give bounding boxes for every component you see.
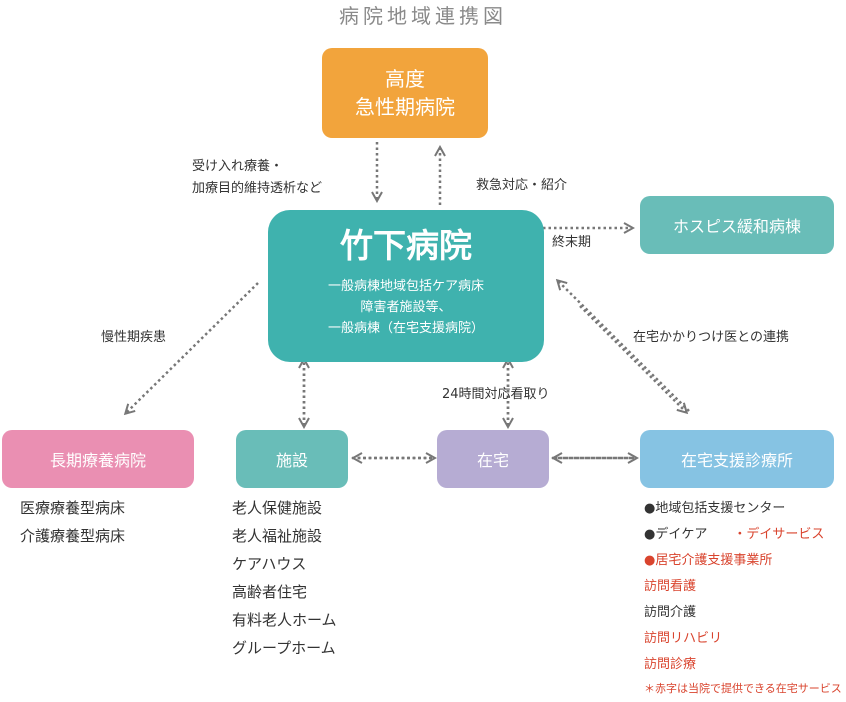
service-note: ＊赤字は当院で提供できる在宅サービス	[644, 682, 842, 695]
center-hospital-name: 竹下病院	[340, 226, 472, 265]
list-item: 老人保健施設	[232, 499, 323, 517]
arrow-center-to-longterm	[126, 282, 259, 413]
clinic-node: 在宅支援診療所	[640, 430, 834, 488]
longterm-label: 長期療養病院	[49, 451, 146, 470]
emergency-label: 救急対応・紹介	[476, 178, 568, 193]
list-item: ●デイケア ・デイサービス	[644, 522, 842, 548]
list-item: ●地域包括支援センター	[644, 496, 842, 522]
list-item: 医療療養型病床	[20, 499, 126, 517]
hospice-label: ホスピス緩和病棟	[672, 217, 801, 236]
arrow-center-to-clinic	[579, 305, 686, 412]
home-node: 在宅	[437, 430, 549, 488]
service-item: 訪問リハビリ	[644, 631, 723, 646]
home-care-label: 在宅かかりつけ医との連携	[633, 330, 790, 345]
longterm-list: 医療療養型病床 介護療養型病床	[20, 494, 125, 550]
center-hospital-node: 竹下病院 一般病棟地域包括ケア病床 障害者施設等、 一般病棟（在宅支援病院）	[268, 210, 544, 362]
chronic-label: 慢性期疾患	[101, 330, 167, 345]
list-item: グループホーム	[232, 639, 336, 657]
hospice-node: ホスピス緩和病棟	[640, 196, 834, 254]
service-item: 地域包括支援センター	[655, 501, 786, 516]
list-item: ●居宅介護支援事業所	[644, 548, 842, 574]
bullet-black-icon: ●	[644, 501, 656, 516]
acute-line2: 急性期病院	[355, 95, 455, 119]
clinic-label: 在宅支援診療所	[680, 451, 793, 470]
facility-list: 老人保健施設 老人福祉施設 ケアハウス 高齢者住宅 有料老人ホーム グループホー…	[232, 494, 337, 662]
clinic-services-list: ●地域包括支援センター ●デイケア・デイサービス ●居宅介護支援事業所 訪問看護…	[644, 496, 842, 700]
accept-label-line1: 受け入れ療養・	[192, 159, 284, 174]
terminal-label: 終末期	[552, 235, 592, 250]
list-item: 高齢者住宅	[232, 583, 308, 601]
center-line3: 一般病棟（在宅支援病院）	[327, 321, 484, 336]
acute-hospital-node: 高度 急性期病院	[322, 48, 488, 138]
service-item: 訪問介護	[644, 605, 697, 620]
facility-label: 施設	[275, 451, 308, 470]
list-item: 有料老人ホーム	[232, 611, 337, 629]
longterm-hospital-node: 長期療養病院	[2, 430, 194, 488]
bullet-red-icon: ●	[644, 553, 656, 568]
facility-node: 施設	[236, 430, 348, 488]
list-item: 老人福祉施設	[232, 527, 323, 545]
center-line1: 一般病棟地域包括ケア病床	[327, 279, 484, 294]
list-item: 介護療養型病床	[20, 527, 126, 545]
bullet-black-icon: ●	[644, 527, 656, 542]
accept-label-line2: 加療目的維持透析など	[192, 181, 323, 196]
acute-line1: 高度	[385, 67, 425, 91]
service-item: 訪問診療	[644, 657, 697, 672]
service-item: 訪問看護	[644, 579, 697, 594]
list-item: ケアハウス	[232, 555, 307, 573]
service-item: ・デイサービス	[733, 527, 825, 542]
center-line2: 障害者施設等、	[360, 300, 452, 315]
service-item: 居宅介護支援事業所	[655, 553, 773, 568]
page-title: 病院地域連携図	[339, 4, 507, 28]
home-label: 在宅	[476, 451, 509, 470]
watch-label: 24時間対応看取り	[442, 387, 550, 402]
service-item: デイケア	[655, 527, 708, 542]
accept-label: 受け入れ療養・ 加療目的維持透析など	[192, 156, 322, 200]
